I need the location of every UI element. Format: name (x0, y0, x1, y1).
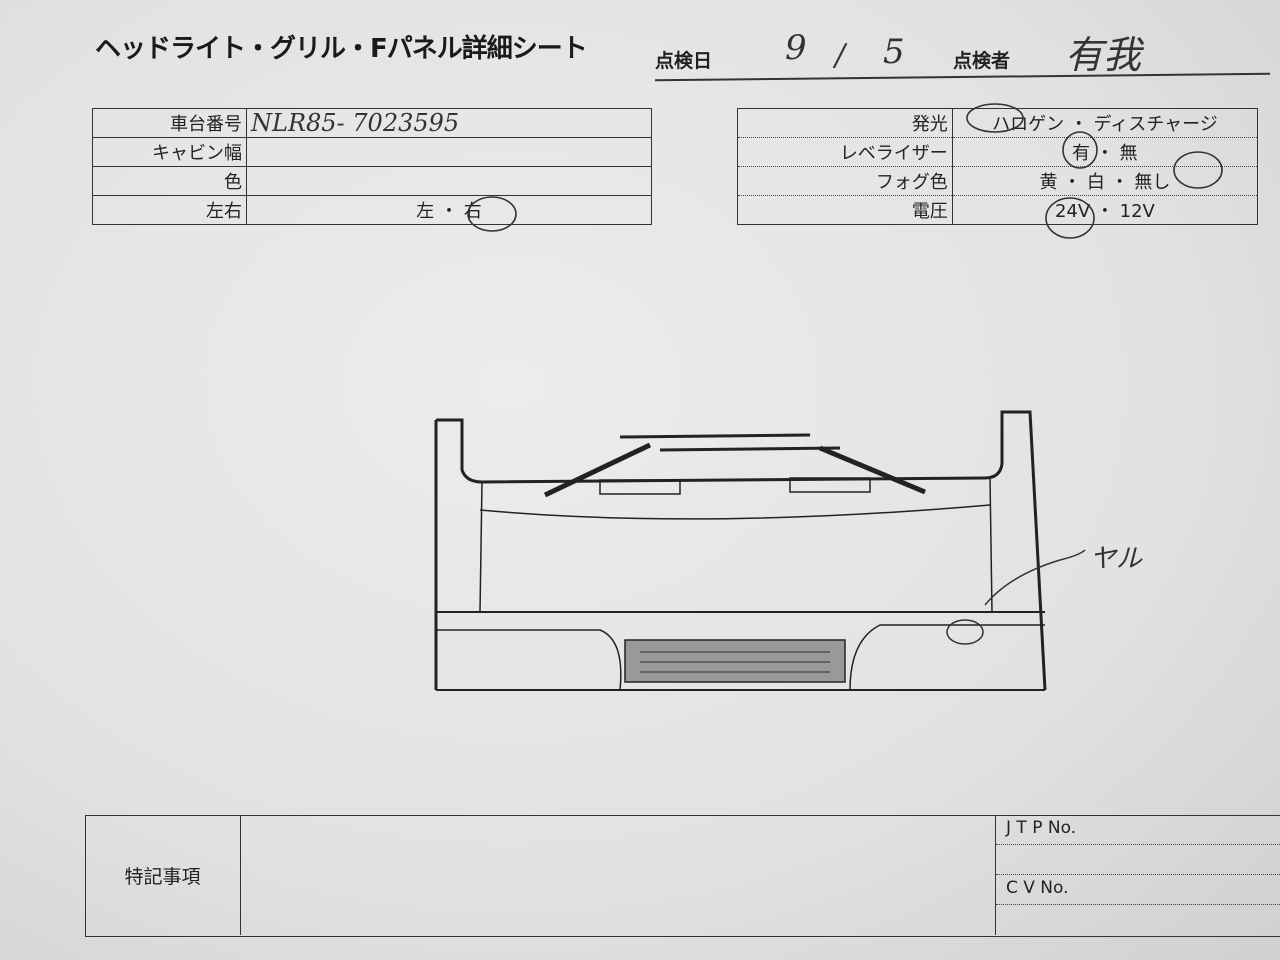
circle-mark-24v (1045, 197, 1095, 239)
circle-mark-fog-none (1173, 151, 1223, 189)
jtp-label: J T P No. (996, 815, 1280, 845)
fog-color-options[interactable]: 黄 ・ 白 ・ 無し (951, 166, 1259, 196)
side-options[interactable]: 左 ・ 右 (246, 195, 652, 225)
light-type-options[interactable]: ハロゲン ・ ディスチャージ (951, 108, 1259, 138)
lighting-info-table: 発光ハロゲン ・ ディスチャージ レベライザー有 ・ 無 フォグ色黄 ・ 白 ・… (737, 108, 1259, 225)
cab-front-drawing (434, 410, 1047, 691)
damage-annotation: ヤル (1090, 544, 1143, 574)
table-row: キャビン幅 (92, 137, 652, 167)
table-row: 色 (92, 166, 652, 196)
row-label: レベライザー (737, 137, 953, 167)
cv-label: C V No. (996, 875, 1280, 905)
remarks-table (85, 815, 1280, 937)
notes-field[interactable] (241, 817, 993, 933)
sheet-title: ヘッドライト・グリル・Fパネル詳細シート (95, 34, 588, 64)
voltage-options[interactable]: 24V ・ 12V (951, 195, 1259, 225)
notes-label: 特記事項 (85, 815, 241, 935)
date-label: 点検日 (655, 50, 713, 72)
circle-mark-halogen (966, 103, 1024, 133)
circle-mark-leveler-yes (1062, 131, 1098, 169)
row-label: 色 (92, 166, 247, 196)
number-fields: J T P No. C V No. (995, 815, 1280, 935)
date-slash: / (835, 38, 846, 73)
date-day: 5 (883, 32, 905, 72)
table-row: レベライザー有 ・ 無 (737, 137, 1259, 167)
date-month: 9 (785, 28, 807, 68)
inspector-name: 有我 (1065, 33, 1142, 77)
circle-mark-right (467, 196, 517, 232)
inspector-label: 点検者 (953, 50, 1011, 72)
table-row: フォグ色黄 ・ 白 ・ 無し (737, 166, 1259, 196)
chassis-number[interactable]: NLR85- 7023595 (246, 108, 652, 138)
row-label: キャビン幅 (92, 137, 247, 167)
row-label: 左右 (92, 195, 247, 225)
table-row: 発光ハロゲン ・ ディスチャージ (737, 108, 1259, 138)
jtp-value[interactable] (996, 845, 1280, 875)
cv-value[interactable] (996, 905, 1280, 935)
row-label: 電圧 (737, 195, 953, 225)
color-value[interactable] (246, 166, 652, 196)
table-row: 左右左 ・ 右 (92, 195, 652, 225)
damage-annotation-mark (946, 549, 1086, 645)
